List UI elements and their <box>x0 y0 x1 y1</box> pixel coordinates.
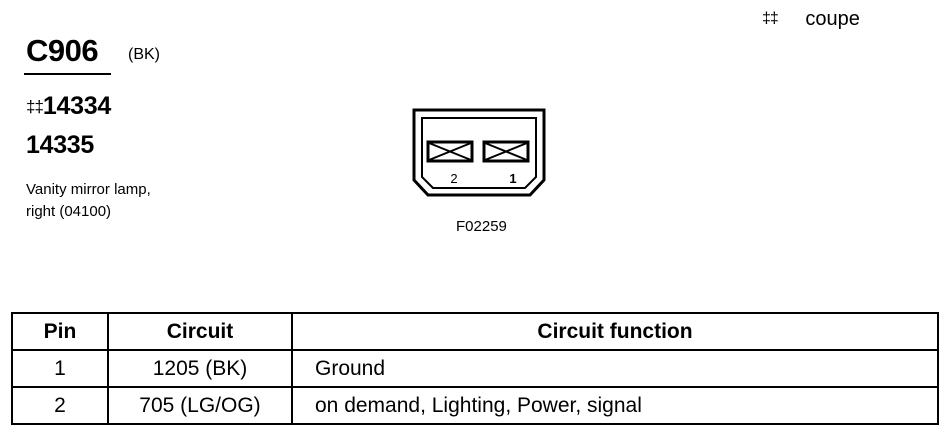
table-header-row: Pin Circuit Circuit function <box>11 312 939 351</box>
cell-circuit: 705 (LG/OG) <box>107 386 293 425</box>
column-header-circuit: Circuit <box>107 312 293 351</box>
pin-label-2: 2 <box>450 171 457 186</box>
variant-symbol: ‡‡ <box>762 10 779 27</box>
connector-description: Vanity mirror lamp, right (04100) <box>26 179 151 223</box>
connector-id-underline <box>24 73 111 75</box>
part-number-value: 14335 <box>26 131 95 159</box>
terminal-cavity-1 <box>482 140 530 163</box>
cell-pin: 1 <box>11 349 109 388</box>
cell-circuit: 1205 (BK) <box>107 349 293 388</box>
connector-face-diagram: 2 1 <box>412 108 546 197</box>
column-header-pin: Pin <box>11 312 109 351</box>
connector-color: (BK) <box>128 46 160 63</box>
cell-circuit-function: on demand, Lighting, Power, signal <box>291 386 939 425</box>
cell-circuit-function: Ground <box>291 349 939 388</box>
connector-id: C906 <box>26 33 99 68</box>
variant-label: coupe <box>805 8 860 30</box>
terminal-cavity-2 <box>426 140 474 163</box>
table-row: 1 1205 (BK) Ground <box>11 349 939 388</box>
part-number-2: 14335 <box>26 131 94 160</box>
connector-inner-outline <box>421 117 537 189</box>
pin-table: Pin Circuit Circuit function 1 1205 (BK)… <box>11 312 939 425</box>
pin-label-1: 1 <box>509 171 516 186</box>
part-variant-symbol: ‡‡ <box>26 97 44 116</box>
part-number-value: 14334 <box>42 92 111 120</box>
description-line-1: Vanity mirror lamp, <box>26 181 151 198</box>
variant-note: ‡‡ coupe <box>762 8 860 31</box>
table-row: 2 705 (LG/OG) on demand, Lighting, Power… <box>11 386 939 425</box>
cell-pin: 2 <box>11 386 109 425</box>
description-line-2: right (04100) <box>26 203 112 220</box>
column-header-circuit-function: Circuit function <box>291 312 939 351</box>
part-number-1: ‡‡14334 <box>26 92 111 121</box>
figure-id: F02259 <box>456 218 507 235</box>
connector-outline <box>412 108 546 197</box>
